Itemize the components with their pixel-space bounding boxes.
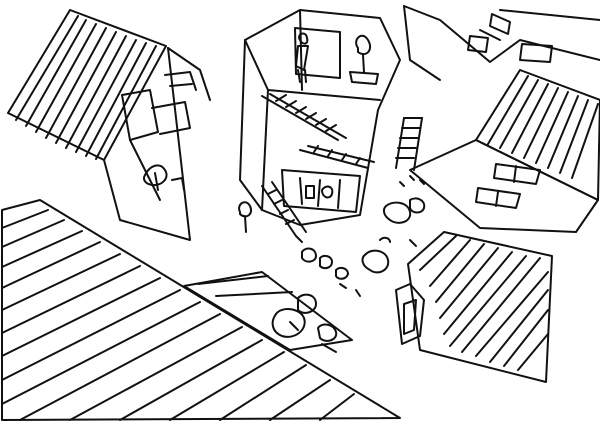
- left-window-plant: [142, 164, 185, 191]
- right-building-facade: [409, 139, 599, 233]
- top-right-building: [403, 5, 600, 81]
- tower-stairs-lower: [299, 145, 375, 169]
- bottom-left-striped-roof: [1, 199, 401, 421]
- right-ladder: [395, 117, 423, 171]
- bottom-right-door: [395, 283, 425, 345]
- tower-lower-rooms: [281, 169, 361, 213]
- bottom-bench: [183, 271, 353, 351]
- tower-person-figure: [295, 32, 309, 83]
- central-tower-outline: [239, 9, 401, 226]
- tower-base-plant: [238, 201, 252, 233]
- tower-balcony-plant: [349, 34, 379, 85]
- tower-stairs-upper: [261, 93, 347, 141]
- bottom-right-striped-roof: [407, 231, 553, 383]
- left-diagonal-ladder: [261, 181, 307, 237]
- left-building-facade: [103, 47, 211, 241]
- courtyard-marks: [295, 175, 425, 297]
- bench-figures: [271, 293, 338, 353]
- left-striped-roof: [7, 9, 167, 161]
- courtyard-figures: [301, 197, 426, 280]
